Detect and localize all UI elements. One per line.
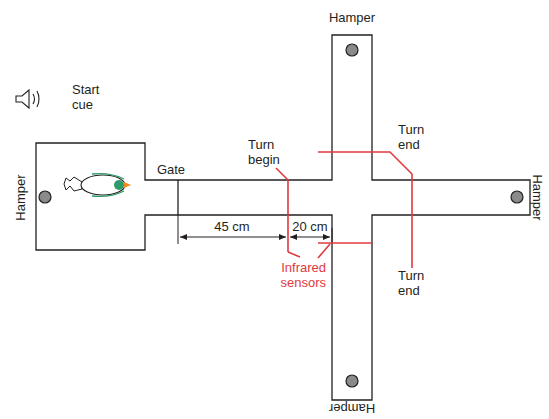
- bird-figure: [64, 174, 131, 197]
- sensor-label: Turn end: [398, 122, 434, 152]
- hamper-label: Hamper: [317, 10, 387, 25]
- hamper-label: Hamper: [13, 162, 28, 232]
- sensor-label: Turn begin: [248, 137, 288, 167]
- sensor-label: Turn end: [398, 268, 434, 298]
- speaker-icon: [16, 90, 39, 108]
- gate-line: [177, 180, 178, 215]
- cue-label: Start cue: [72, 82, 112, 112]
- dimension-label: 45 cm: [202, 219, 262, 234]
- hamper-label: Hamper: [530, 162, 545, 232]
- infrared-sensor-lines: [276, 152, 412, 268]
- hamper-label: Hamper: [317, 401, 387, 416]
- hamper-circles: [39, 44, 523, 387]
- maze-outline: [36, 35, 530, 400]
- gate-label: Gate: [151, 162, 191, 177]
- dimension-label: 20 cm: [285, 219, 335, 234]
- sensor-name: Infrared sensors: [246, 260, 326, 290]
